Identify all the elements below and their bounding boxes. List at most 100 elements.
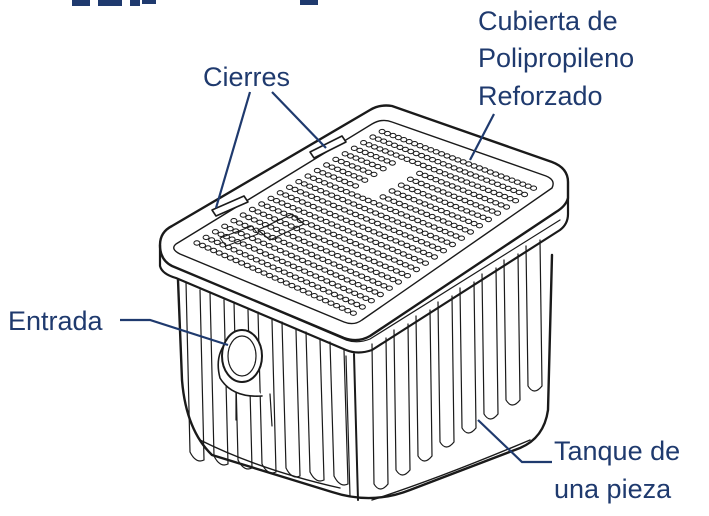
cover-hole <box>530 185 538 191</box>
cover-hole <box>275 267 283 273</box>
cover-hole <box>405 194 412 201</box>
cover-hole <box>351 290 359 296</box>
cover-hole <box>379 194 387 200</box>
cover-hole <box>315 177 323 184</box>
cover-hole <box>368 218 376 225</box>
cover-hole <box>359 254 367 260</box>
cover-hole <box>339 168 347 175</box>
cover-hole <box>423 241 431 247</box>
cover-hole <box>316 295 324 301</box>
cover-hole <box>282 250 290 256</box>
cover-hole <box>355 232 363 239</box>
cover-hole <box>274 208 282 214</box>
cover-hole <box>344 228 352 234</box>
cover-hole <box>331 184 339 190</box>
cover-hole <box>288 282 296 289</box>
cover-hole <box>334 283 342 289</box>
label-cover: Cubierta de Polipropileno Reforzado <box>478 6 642 111</box>
cover-hole <box>286 184 293 191</box>
cover-hole <box>322 248 330 254</box>
cover-hole <box>289 263 297 269</box>
cover-hole <box>412 236 420 243</box>
cover-hole <box>403 213 411 219</box>
cover-hole <box>434 245 442 252</box>
cover-hole <box>282 221 290 227</box>
cover-hole <box>521 191 529 198</box>
cover-hole <box>361 235 369 241</box>
cover-hole <box>208 237 216 243</box>
cover-hole <box>289 233 297 240</box>
cover-hole <box>350 201 358 207</box>
cover-hole <box>364 226 372 233</box>
cover-hole <box>280 210 288 217</box>
cover-hole <box>248 206 256 213</box>
cover-hole <box>337 215 345 221</box>
cover-hole <box>319 256 327 262</box>
cover-hole <box>330 231 338 238</box>
cover-hole <box>332 272 340 278</box>
cover-hole <box>309 203 317 210</box>
cover-hole <box>379 252 387 259</box>
cover-hole <box>297 276 305 283</box>
cover-hole <box>463 208 471 214</box>
cover-hole <box>441 199 449 206</box>
cover-hole <box>308 222 315 228</box>
tank-rib <box>281 321 301 478</box>
cover-hole <box>341 178 349 185</box>
cover-hole <box>226 226 234 232</box>
cover-hole <box>323 278 331 284</box>
cover-hole <box>306 211 314 218</box>
cover-hole <box>388 246 396 253</box>
cover-hole <box>324 172 332 178</box>
cover-hole <box>403 184 411 191</box>
cover-hole <box>349 279 357 285</box>
cover-hole <box>226 255 234 261</box>
cover-hole <box>249 265 257 271</box>
cover-hole <box>422 260 429 266</box>
cover-hole <box>356 262 364 268</box>
cover-hole <box>302 249 310 255</box>
cover-hole <box>394 219 402 225</box>
cover-hole <box>365 286 373 293</box>
cover-hole <box>441 228 449 235</box>
tank-rib <box>233 301 253 470</box>
cover-hole <box>325 289 333 295</box>
cover-hole <box>333 223 341 229</box>
cover-hole <box>395 279 402 285</box>
cover-hole <box>313 254 321 260</box>
cover-hole <box>341 236 349 242</box>
cover-hole <box>342 189 350 195</box>
cover-hole <box>326 269 334 276</box>
cover-hole <box>378 272 386 278</box>
cover-hole <box>265 243 273 249</box>
cover-hole <box>374 220 381 227</box>
cover-hole <box>308 193 315 200</box>
cover-hole <box>466 199 474 206</box>
cover-hole <box>245 214 253 221</box>
cover-hole <box>342 217 350 224</box>
cover-hole <box>333 194 341 201</box>
cover-hole <box>359 167 367 173</box>
cover-hole <box>357 243 365 249</box>
cover-hole <box>287 194 295 201</box>
cover-hole <box>387 265 395 272</box>
tank-rib <box>503 253 521 406</box>
cover-hole <box>243 262 251 269</box>
cover-hole <box>193 240 201 246</box>
cover-hole <box>367 267 375 273</box>
cover-hole <box>295 179 303 185</box>
cover-hole <box>322 190 330 196</box>
cover-hole <box>308 281 316 288</box>
cover-hole <box>326 182 334 188</box>
cover-hole <box>358 304 366 310</box>
cover-hole <box>348 249 356 255</box>
cover-hole <box>347 268 355 274</box>
cover-hole <box>397 211 405 217</box>
cover-hole <box>341 151 349 157</box>
cover-hole <box>405 253 413 259</box>
cover-hole <box>260 211 267 218</box>
cover-hole <box>348 219 356 226</box>
cover-hole <box>383 244 391 250</box>
cover-hole <box>345 257 352 264</box>
cover-hole <box>258 230 266 236</box>
